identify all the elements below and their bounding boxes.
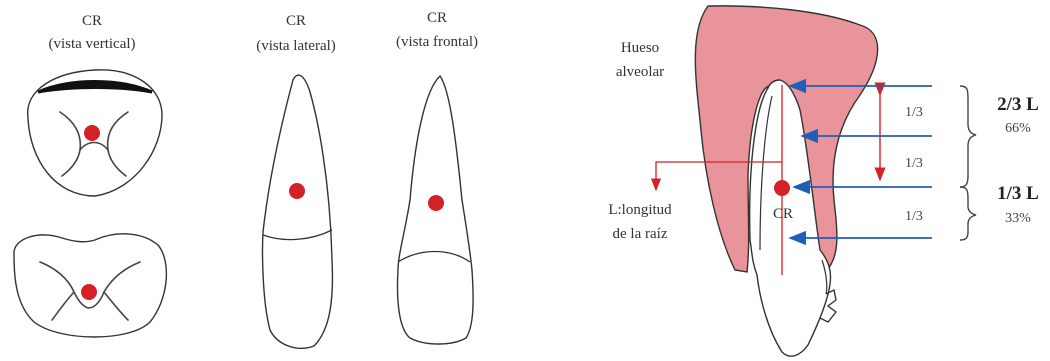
bone-label-line-1: Hueso bbox=[621, 40, 659, 56]
third-label-middle: 1/3 bbox=[905, 156, 923, 171]
third-label-upper: 1/3 bbox=[905, 105, 923, 120]
vertical-view-subtitle: (vista vertical) bbox=[48, 36, 135, 52]
lower-brace bbox=[960, 187, 976, 240]
vertical-view-title: CR bbox=[82, 13, 102, 29]
resistance-center-label: CR bbox=[773, 206, 793, 222]
lateral-view-subtitle: (vista lateral) bbox=[256, 38, 336, 54]
resistance-center-point bbox=[774, 180, 790, 196]
resistance-center-point bbox=[428, 195, 444, 211]
root-length-label-line-1: L:longitud bbox=[608, 202, 672, 218]
tooth-lateral-view bbox=[263, 75, 333, 348]
root-length-label-line-2: de la raíz bbox=[613, 226, 668, 242]
frontal-view-subtitle: (vista frontal) bbox=[396, 34, 478, 50]
third-label-lower: 1/3 bbox=[905, 209, 923, 224]
upper-percent-label: 66% bbox=[1005, 121, 1031, 136]
resistance-center-point bbox=[289, 183, 305, 199]
resistance-center-point bbox=[81, 284, 97, 300]
upper-ratio-label: 2/3 L bbox=[997, 94, 1039, 115]
frontal-view-title: CR bbox=[427, 10, 447, 26]
bone-label-line-2: alveolar bbox=[616, 64, 664, 80]
tooth-frontal-view bbox=[398, 76, 474, 344]
lower-percent-label: 33% bbox=[1005, 211, 1031, 226]
upper-brace bbox=[960, 86, 976, 187]
occlusal-view-bottom bbox=[14, 234, 167, 337]
lower-ratio-label: 1/3 L bbox=[997, 183, 1039, 204]
resistance-center-point bbox=[84, 125, 100, 141]
lateral-view-title: CR bbox=[286, 13, 306, 29]
occlusal-view-top bbox=[28, 70, 162, 196]
